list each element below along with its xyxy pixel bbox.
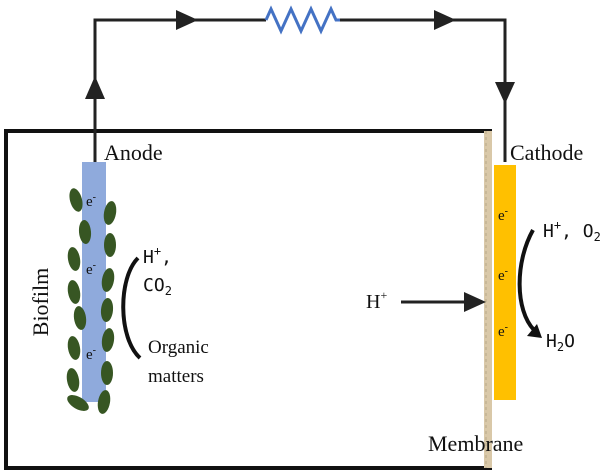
cathode-electrons: e- e- e- <box>498 206 508 340</box>
membrane <box>484 131 492 468</box>
cathode-reaction-arrowhead-icon <box>527 324 542 338</box>
svg-text:e-: e- <box>498 322 508 340</box>
svg-text:e-: e- <box>498 266 508 284</box>
organic-matters-line2: matters <box>148 366 204 387</box>
cathode-electrode <box>494 165 516 400</box>
svg-text:e-: e- <box>498 206 508 224</box>
anode-reaction-arrow <box>121 256 142 360</box>
cathode-reactants-label: H+, O2 <box>543 218 601 244</box>
svg-text:e-: e- <box>86 192 96 210</box>
downward-arrow-icon <box>495 82 515 104</box>
biofilm-bacteria <box>66 188 117 414</box>
anode-products-line2: CO2 <box>143 275 172 298</box>
organic-matters-line1: Organic <box>148 337 209 358</box>
cathode-product-label: H2O <box>546 331 575 354</box>
svg-text:e-: e- <box>86 345 96 363</box>
biofilm-label: Biofilm <box>28 268 53 336</box>
proton-arrow-icon <box>464 292 486 312</box>
anode-electrons: e- e- e- <box>86 192 96 363</box>
anode-products-line1: H+, <box>143 244 172 268</box>
svg-text:e-: e- <box>86 260 96 278</box>
anode-label: Anode <box>104 140 163 165</box>
right-arrow-icon-right <box>434 10 456 30</box>
right-arrow-icon-left <box>176 10 198 30</box>
cathode-label: Cathode <box>510 140 583 165</box>
membrane-label: Membrane <box>428 431 523 456</box>
resistor <box>264 5 340 35</box>
proton-label: H+ <box>366 288 387 313</box>
upward-arrow-icon <box>85 76 105 99</box>
cathode-reaction-arrow <box>517 229 536 332</box>
